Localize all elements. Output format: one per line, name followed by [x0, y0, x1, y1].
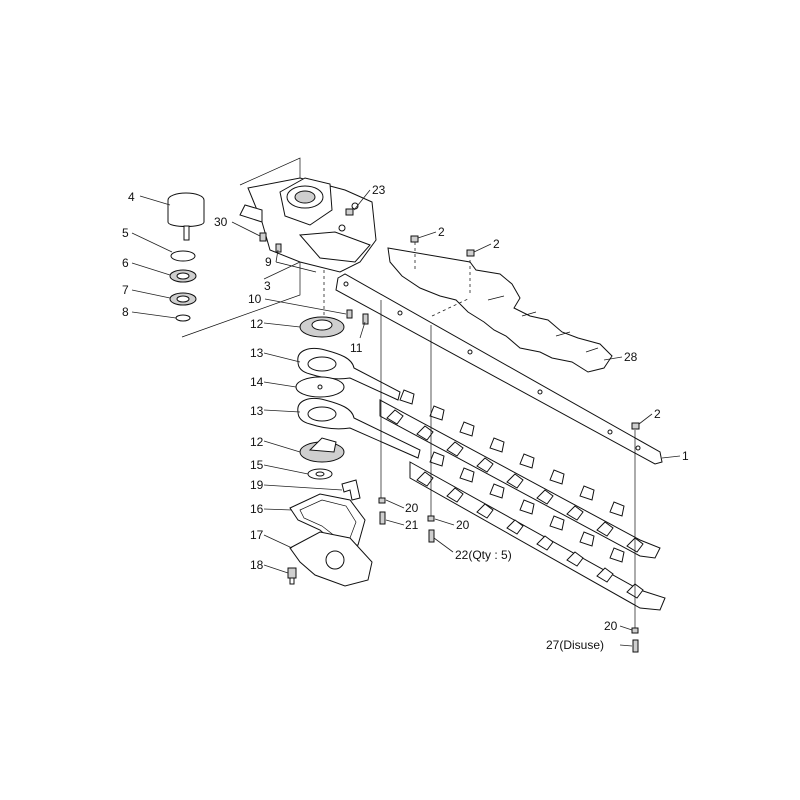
alignment-lines — [323, 242, 636, 628]
callout-6: 6 — [122, 256, 129, 270]
callout-20-a: 20 — [405, 501, 419, 515]
callout-8: 8 — [122, 305, 129, 319]
callout-13-lower: 13 — [250, 404, 264, 418]
callout-13-upper: 13 — [250, 346, 264, 360]
callout-9: 9 — [265, 255, 272, 269]
callout-2-b: 2 — [493, 237, 500, 251]
callout-30: 30 — [214, 215, 228, 229]
callout-20-c: 20 — [604, 619, 618, 633]
gear-case — [239, 177, 377, 273]
callout-22: 22(Qty : 5) — [455, 548, 512, 562]
circlip-shape — [175, 314, 191, 322]
callout-12-lower: 12 — [250, 435, 264, 449]
callout-23: 23 — [372, 183, 386, 197]
grease-nipple-shape — [287, 567, 297, 585]
bearing-shape — [169, 269, 197, 283]
blade-guard — [387, 247, 613, 373]
callout-2-a: 2 — [438, 225, 445, 239]
connecting-rod-lower-shape — [297, 398, 421, 459]
callout-2-c: 2 — [654, 407, 661, 421]
callout-28: 28 — [624, 350, 638, 364]
callout-1: 1 — [682, 449, 689, 463]
lower-cutter-blade — [409, 451, 666, 611]
snap-ring-shape — [170, 250, 196, 262]
callout-14: 14 — [250, 375, 264, 389]
leader-lines — [131, 189, 681, 647]
callout-27: 27(Disuse) — [546, 638, 604, 652]
callout-7: 7 — [122, 283, 129, 297]
bearing-lower-shape — [169, 292, 197, 306]
callout-19: 19 — [250, 478, 264, 492]
callout-18: 18 — [250, 558, 264, 572]
callout-12-upper: 12 — [250, 317, 264, 331]
connecting-rod-upper-shape — [297, 348, 401, 401]
callout-10: 10 — [248, 292, 262, 306]
callout-3: 3 — [264, 279, 271, 293]
callout-15: 15 — [250, 458, 264, 472]
crank-gear-lower-shape — [299, 437, 345, 463]
washer-15-shape — [307, 468, 333, 480]
blade-bar — [335, 273, 663, 465]
callout-20-b: 20 — [456, 518, 470, 532]
callout-4: 4 — [128, 190, 135, 204]
spacer-plate-shape — [295, 376, 345, 398]
callout-17: 17 — [250, 528, 264, 542]
crank-gear-upper-shape — [299, 316, 345, 338]
callout-11: 11 — [350, 341, 363, 355]
callout-21: 21 — [405, 518, 419, 532]
callout-5: 5 — [122, 226, 129, 240]
grip-knob-shape — [167, 192, 205, 241]
gasket-shape — [289, 493, 366, 549]
nut-shapes — [259, 208, 640, 653]
callout-labels: 4 5 6 7 8 30 9 3 10 11 12 13 14 13 12 15… — [122, 183, 689, 652]
clip-19-shape — [341, 479, 361, 501]
upper-cutter-blade — [379, 389, 661, 559]
callout-16: 16 — [250, 502, 264, 516]
